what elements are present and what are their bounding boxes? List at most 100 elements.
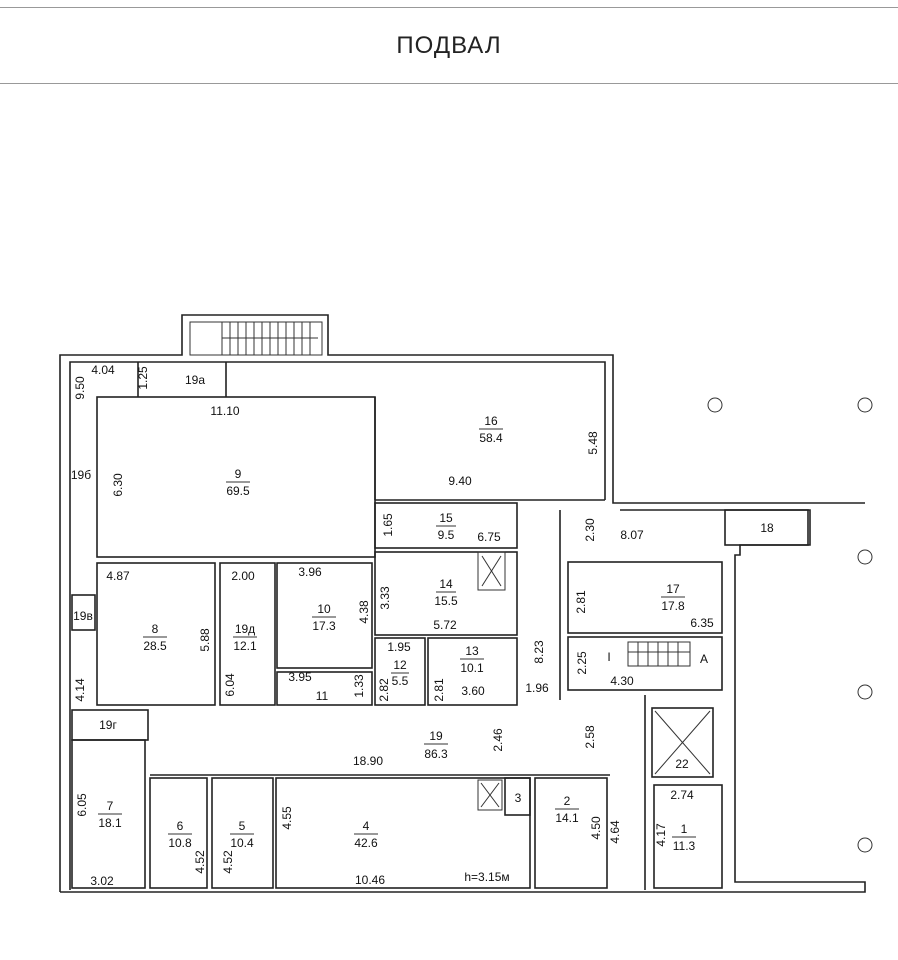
room-15-area: 9.5 <box>438 528 455 542</box>
room-14-number: 14 <box>439 577 453 591</box>
dimension: 9.40 <box>448 474 472 488</box>
room-19g-label: 19г <box>99 718 117 732</box>
dimension: 6.35 <box>690 616 714 630</box>
dimension: 6.04 <box>223 673 237 697</box>
stair-I-label: I <box>607 650 610 664</box>
room-19a-label: 19а <box>185 373 205 387</box>
room-4-area: 42.6 <box>354 836 378 850</box>
room-1-number: 1 <box>681 822 688 836</box>
column-icon <box>857 549 873 565</box>
room-17-number: 17 <box>666 582 680 596</box>
ceiling-height-label: h=3.15м <box>464 870 509 884</box>
dimension: 6.75 <box>477 530 501 544</box>
room-16-area: 58.4 <box>479 431 503 445</box>
room-19v-label: 19в <box>73 609 93 623</box>
room-13-area: 10.1 <box>460 661 484 675</box>
stair-A-label: A <box>700 652 708 666</box>
dimension: 4.55 <box>280 806 294 830</box>
room-14-area: 15.5 <box>434 594 458 608</box>
room-19b-label: 19б <box>71 468 91 482</box>
dimension: 5.48 <box>586 431 600 455</box>
dimension: 6.30 <box>111 473 125 497</box>
room-19-number: 19 <box>429 729 443 743</box>
room-6-number: 6 <box>177 819 184 833</box>
dimension: 1.33 <box>352 674 366 698</box>
room-18-label: 18 <box>760 521 774 535</box>
room-10-area: 17.3 <box>312 619 336 633</box>
dimension: 3.02 <box>90 874 114 888</box>
dimension: 3.95 <box>288 670 312 684</box>
dimension: 3.60 <box>461 684 485 698</box>
page-title: ПОДВАЛ <box>396 31 502 59</box>
dimension: 4.64 <box>608 820 622 844</box>
column-icon <box>857 397 873 413</box>
dimension: 8.07 <box>620 528 644 542</box>
dimension: 8.23 <box>532 640 546 664</box>
columns <box>707 397 873 853</box>
room-17-area: 17.8 <box>661 599 685 613</box>
inner-stair-icon <box>627 641 691 667</box>
dimension: 2.81 <box>432 678 446 702</box>
room-7-number: 7 <box>107 799 114 813</box>
dimension: 4.50 <box>589 816 603 840</box>
dimension: 2.82 <box>377 678 391 702</box>
dimension: 4.38 <box>357 600 371 624</box>
room-walls <box>71 362 809 890</box>
room-10-number: 10 <box>317 602 331 616</box>
dimension: 3.33 <box>378 586 392 610</box>
room-6-area: 10.8 <box>168 836 192 850</box>
dimension: 4.30 <box>610 674 634 688</box>
dimension: 5.88 <box>198 628 212 652</box>
room-8-number: 8 <box>152 622 159 636</box>
elevator-shaft-icon <box>477 551 506 591</box>
dimension: 4.17 <box>654 823 668 847</box>
dimension: 4.87 <box>106 569 130 583</box>
room-2-area: 14.1 <box>555 811 579 825</box>
dimension: 2.00 <box>231 569 255 583</box>
dimension: 4.14 <box>73 678 87 702</box>
dimension: 6.05 <box>75 793 89 817</box>
room-2-number: 2 <box>564 794 571 808</box>
room-16-number: 16 <box>484 414 498 428</box>
dimension: 11.10 <box>210 404 239 418</box>
room-4-number: 4 <box>363 819 370 833</box>
dimension: 3.96 <box>298 565 322 579</box>
dimension: 1.25 <box>136 366 150 390</box>
dimension: 1.65 <box>381 513 395 537</box>
outer-walls <box>59 314 866 893</box>
room-8-area: 28.5 <box>143 639 167 653</box>
dimension: 4.52 <box>193 850 207 874</box>
dimension: 9.50 <box>73 376 87 400</box>
room-5-area: 10.4 <box>230 836 254 850</box>
room-13-number: 13 <box>465 644 479 658</box>
column-icon <box>857 684 873 700</box>
dimension: 2.74 <box>670 788 694 802</box>
dimension: 2.30 <box>583 518 597 542</box>
room-3-label: 3 <box>515 791 522 805</box>
room-12-area: 5.5 <box>392 674 409 688</box>
room-7-area: 18.1 <box>98 816 122 830</box>
dimension: 2.25 <box>575 651 589 675</box>
room-9-number: 9 <box>235 467 242 481</box>
dimension: 5.72 <box>433 618 457 632</box>
entrance-stair-icon <box>221 322 318 355</box>
dimensions: 4.04 1.25 9.50 11.10 6.30 9.40 5.48 1.65… <box>73 363 714 888</box>
room-9-area: 69.5 <box>226 484 250 498</box>
room-15-number: 15 <box>439 511 453 525</box>
room-19d-number: 19д <box>235 622 255 636</box>
column-icon <box>857 837 873 853</box>
dimension: 4.52 <box>221 850 235 874</box>
room-5-number: 5 <box>239 819 246 833</box>
room-22-label: 22 <box>675 757 689 771</box>
room-19-area: 86.3 <box>424 747 448 761</box>
dimension: 18.90 <box>353 754 383 768</box>
dimension: 1.96 <box>525 681 549 695</box>
room-19d-area: 12.1 <box>233 639 257 653</box>
dimension: 2.58 <box>583 725 597 749</box>
dimension: 1.95 <box>387 640 411 654</box>
dimension: 2.81 <box>574 590 588 614</box>
dimension: 2.46 <box>491 728 505 752</box>
room-12-number: 12 <box>393 658 407 672</box>
